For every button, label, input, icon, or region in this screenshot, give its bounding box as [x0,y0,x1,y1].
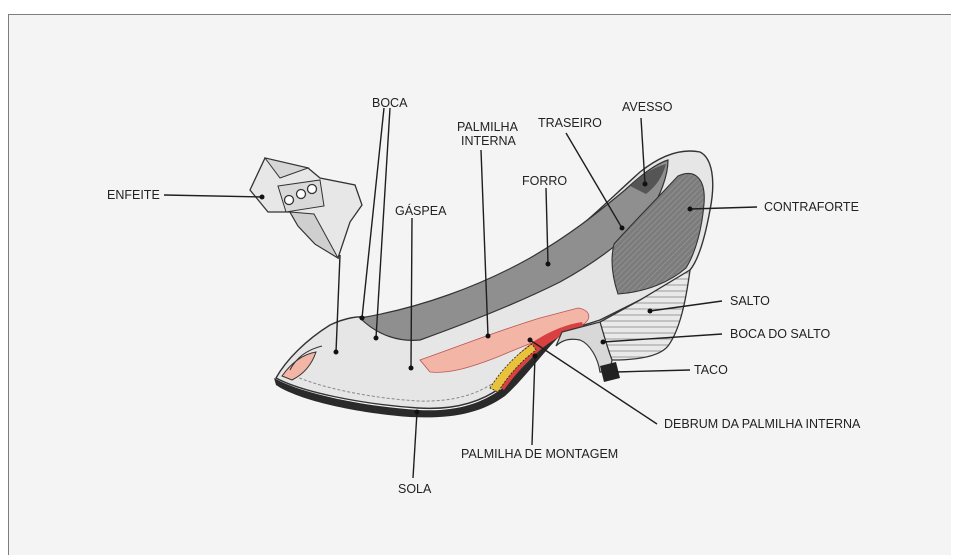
label-sola: SOLA [398,482,432,496]
label-gaspea: GÁSPEA [395,203,447,218]
label-taco: TACO [694,363,728,377]
label-contraforte: CONTRAFORTE [764,200,859,214]
label-avesso: AVESSO [622,100,673,114]
label-boca: BOCA [372,96,408,110]
label-palmilha-interna-line2: INTERNA [461,134,517,148]
bow-ornament [250,158,362,258]
label-salto: SALTO [730,294,770,308]
label-traseiro: TRASEIRO [538,116,602,130]
label-palmilha-interna-line1: PALMILHA [457,120,519,134]
label-forro: FORRO [522,174,567,188]
shoe-anatomy-diagram: BOCA PALMILHA INTERNA TRASEIRO AVESSO FO… [0,0,956,535]
label-debrum-palmilha-interna: DEBRUM DA PALMILHA INTERNA [664,417,861,431]
label-enfeite: ENFEITE [107,188,160,202]
label-palmilha-de-montagem: PALMILHA DE MONTAGEM [461,447,618,461]
label-boca-do-salto: BOCA DO SALTO [730,327,831,341]
